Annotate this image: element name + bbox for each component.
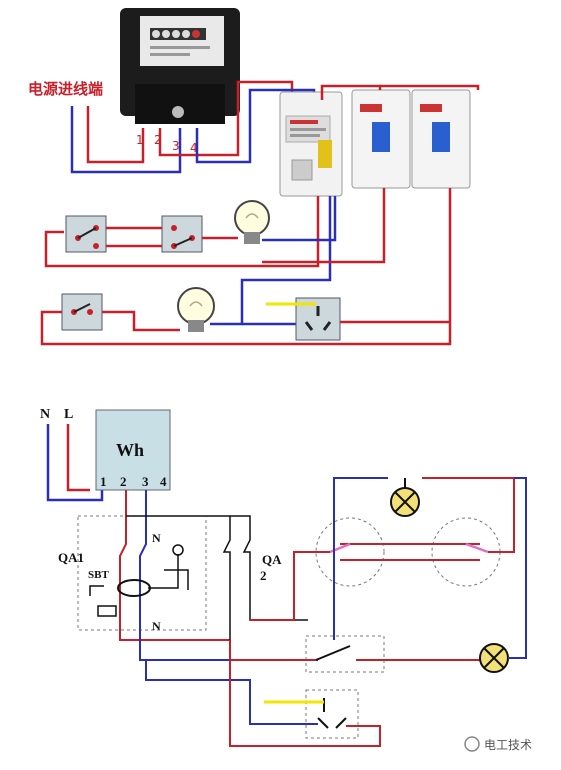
switch-to-lamp-wire bbox=[422, 477, 515, 553]
schematic-terminal-1: 1 bbox=[100, 474, 107, 489]
rcd-toroid bbox=[117, 579, 151, 597]
mcb-breakers-picture bbox=[351, 89, 471, 189]
energy-meter-picture bbox=[120, 8, 240, 124]
rcd-label: QA1 bbox=[58, 550, 84, 565]
test-button-label: SBT bbox=[88, 569, 109, 581]
meter-live-out-wire bbox=[158, 80, 294, 157]
rcd-neutral-path bbox=[139, 490, 318, 661]
neutral-lamp-2-wire bbox=[210, 196, 332, 326]
schematic-lamp-a bbox=[390, 487, 420, 517]
lamp-1-bulb bbox=[234, 200, 270, 236]
mcb2-out-wire bbox=[40, 188, 452, 346]
socket-live-wire-schematic bbox=[229, 640, 381, 747]
incoming-supply-label: 电源进线端 bbox=[28, 80, 103, 98]
incoming-neutral-wire bbox=[70, 106, 182, 174]
schematic-terminal-4: 4 bbox=[160, 474, 167, 489]
meter-terminal-label-3: 3 bbox=[172, 139, 180, 153]
lamp-2-bulb bbox=[177, 287, 215, 325]
lamp-b-neutral-wire bbox=[508, 477, 527, 659]
watermark-text: 电工技术 bbox=[484, 738, 532, 752]
lamp-2-picture bbox=[177, 287, 215, 332]
schematic-meter-box bbox=[95, 409, 171, 491]
mcb-1-toggle bbox=[372, 122, 390, 152]
test-button-symbol bbox=[89, 585, 104, 596]
switch-to-lamp-2-wire bbox=[102, 310, 180, 332]
rcd-trip-coil bbox=[97, 605, 117, 617]
one-way-switch bbox=[61, 293, 103, 331]
switch-2-lever bbox=[465, 542, 489, 554]
rcd-to-mcb2-wire bbox=[380, 84, 480, 90]
rcd-n-label-top: N bbox=[152, 531, 161, 545]
switch-2-plate bbox=[161, 215, 203, 253]
schematic-live-in bbox=[66, 424, 90, 492]
two-way-switch-circle-1 bbox=[315, 517, 385, 587]
watermark: 电工技术 bbox=[464, 736, 532, 752]
lamp-a-neutral-wire bbox=[333, 477, 388, 640]
meter-terminal-label-1: 1 bbox=[136, 133, 144, 147]
rcd-to-mcb1-wire bbox=[320, 84, 382, 100]
incoming-live-wire bbox=[86, 106, 145, 164]
meter-terminal-block bbox=[135, 84, 225, 124]
live-line-label: L bbox=[64, 407, 73, 422]
switch-feed-wire bbox=[250, 551, 330, 621]
rcd-dashed-box bbox=[77, 515, 207, 631]
rcd-breaker-picture bbox=[279, 91, 343, 197]
two-way-switch-2 bbox=[161, 215, 203, 253]
one-way-switch-box bbox=[305, 635, 385, 673]
neutral-line-label: N bbox=[40, 407, 50, 422]
socket-neutral-wire bbox=[145, 660, 318, 725]
qa2-pole-2 bbox=[230, 515, 308, 621]
schematic-lamp-b bbox=[479, 643, 509, 673]
meter-terminal-label-2: 2 bbox=[154, 133, 162, 147]
switch-3-plate bbox=[61, 293, 103, 331]
wechat-icon bbox=[464, 736, 480, 752]
neutral-lamp-1-wire bbox=[262, 196, 337, 242]
rcd-n-label-bottom: N bbox=[152, 619, 161, 633]
one-way-switch-blade bbox=[315, 645, 351, 661]
pictorial-wiring-diagram: 电源进线端 1 2 3 4 bbox=[28, 8, 480, 346]
schematic-meter-label: Wh bbox=[116, 440, 144, 460]
schematic-terminal-2: 2 bbox=[120, 474, 127, 489]
schematic-neutral-in bbox=[46, 424, 104, 502]
two-way-switch-1 bbox=[65, 215, 107, 253]
meter-seal bbox=[172, 106, 184, 118]
breaker-label-2: 2 bbox=[260, 568, 267, 583]
schematic-terminal-3: 3 bbox=[142, 474, 149, 489]
schematic-socket-box bbox=[305, 689, 359, 739]
schematic-diagram: N L Wh 1 2 3 4 QA1 SBT N N QA 2 bbox=[40, 407, 527, 747]
mcb1-out-wire bbox=[262, 188, 386, 264]
qa2-pole-1 bbox=[126, 515, 231, 640]
rcd-live-path bbox=[119, 490, 230, 641]
meter-face bbox=[140, 16, 224, 66]
lamp-1-picture bbox=[234, 200, 270, 244]
meter-terminal-label-4: 4 bbox=[190, 141, 198, 155]
rcd-test-button bbox=[318, 140, 332, 168]
rcd-live-down-wire bbox=[44, 196, 320, 268]
breaker-label-qa: QA bbox=[262, 552, 282, 567]
mcb-2-toggle bbox=[432, 122, 450, 152]
